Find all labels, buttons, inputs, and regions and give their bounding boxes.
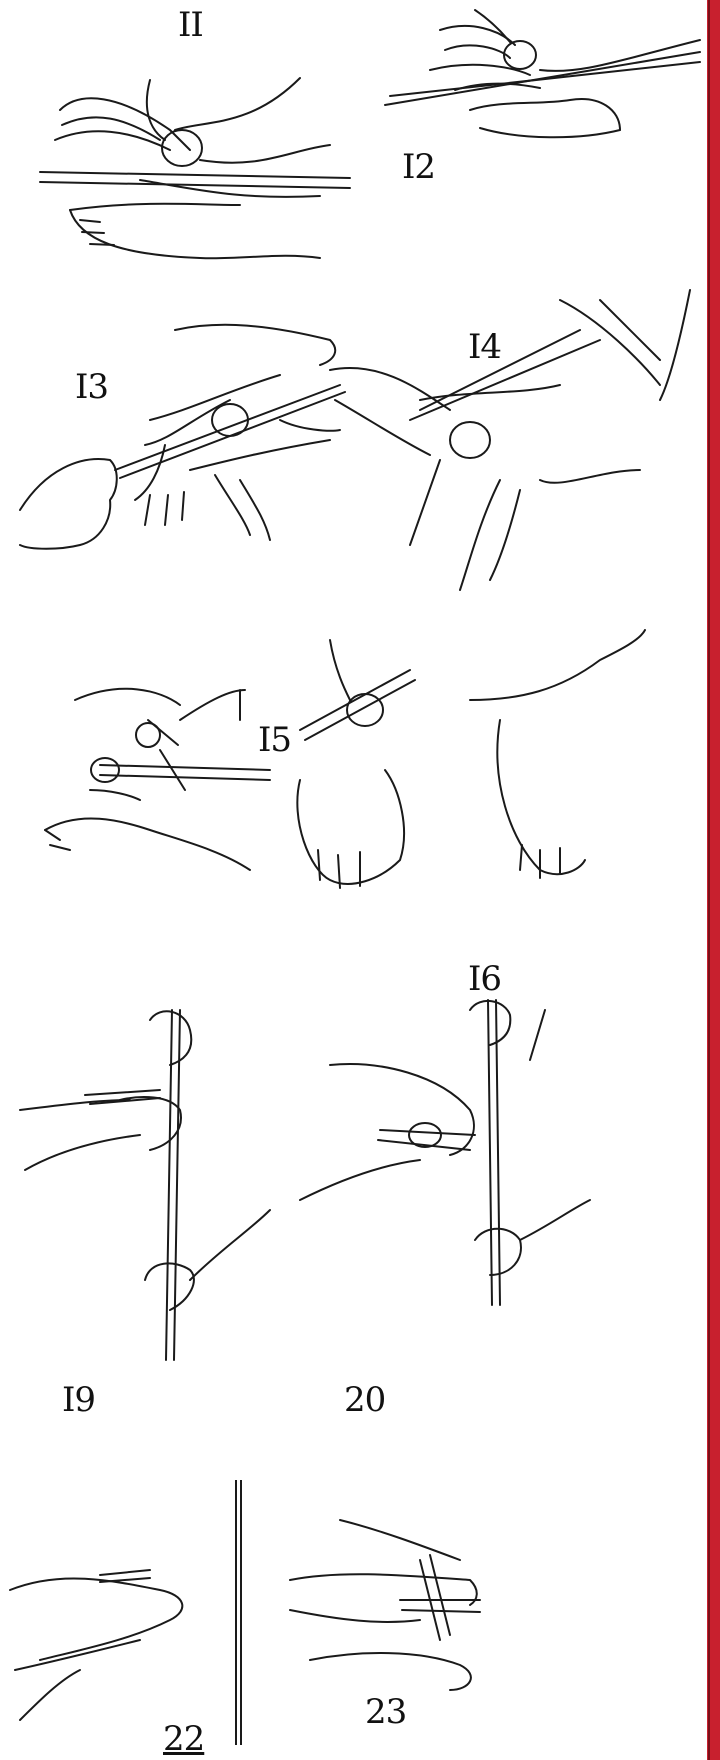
hand-binding-illustrations (0, 0, 705, 1760)
figure-20-drawing (300, 1000, 590, 1305)
figure-14-drawing (330, 290, 690, 590)
separator-double-rule (235, 1480, 243, 1745)
figure-13-drawing (20, 325, 345, 549)
figure-22-drawing (10, 1570, 182, 1720)
figure-12-drawing (385, 10, 700, 137)
figure-19-drawing (20, 1010, 270, 1360)
figure-11-drawing (40, 78, 350, 258)
figure-15-drawing (45, 689, 270, 870)
figure-16-drawing (297, 630, 645, 888)
red-border-rule (707, 0, 720, 1760)
figure-23-drawing (290, 1520, 480, 1690)
